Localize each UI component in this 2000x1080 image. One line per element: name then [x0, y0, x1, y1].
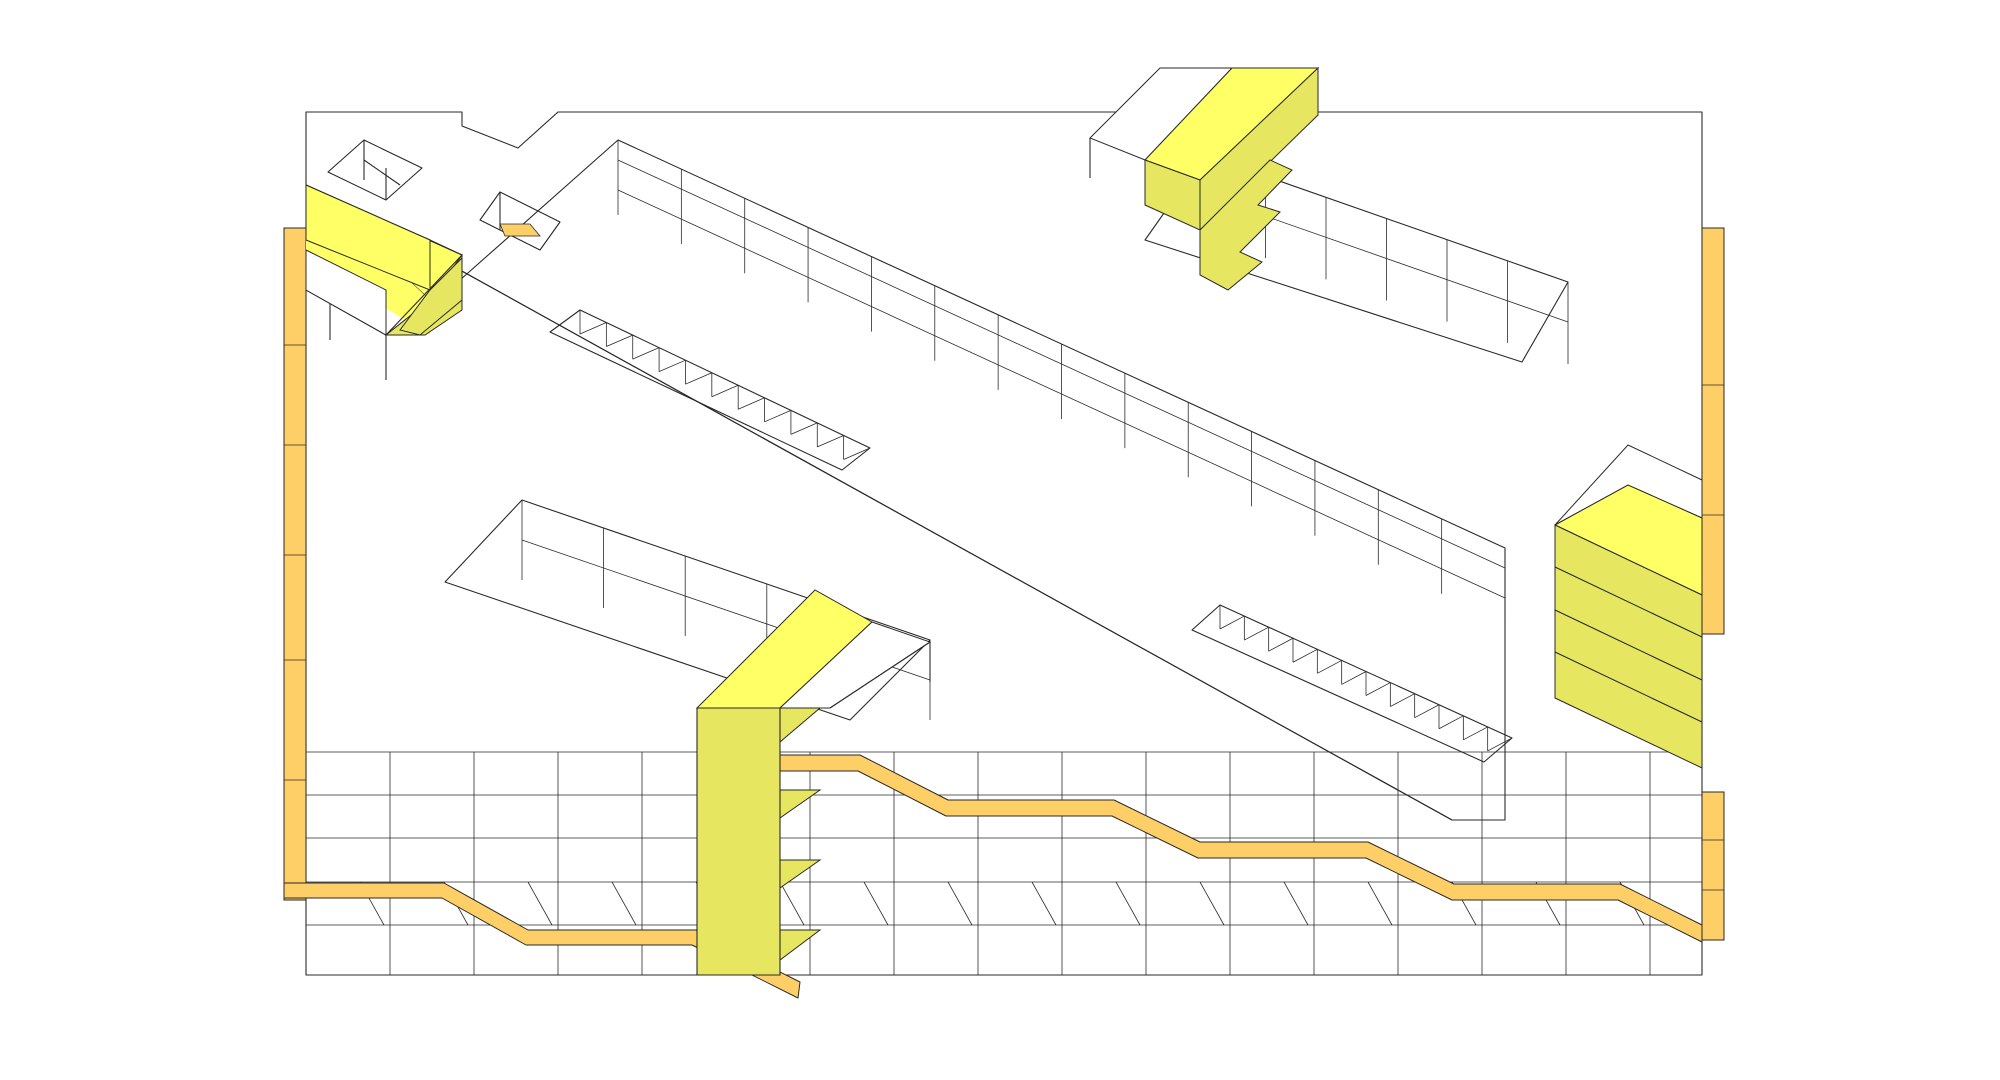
truss-right-diag-4	[1317, 660, 1342, 674]
truss-left-diag-7	[764, 409, 792, 423]
floor-plate-outline	[305, 111, 1703, 976]
truss-left-diag-9	[817, 435, 844, 448]
truss-right-diag-0	[1219, 615, 1245, 630]
right-facade-ramp-upper	[1701, 227, 1725, 635]
facade-brace	[611, 881, 637, 926]
truss-left-diag-3	[658, 359, 686, 373]
atrium-void-outline	[459, 139, 1506, 821]
core-top-right-stair	[1199, 159, 1293, 291]
truss-left-diag-8	[790, 422, 818, 435]
small-void-a	[327, 139, 423, 201]
truss-left-diag-5	[711, 384, 739, 398]
atrium-beam-b	[617, 189, 1506, 599]
right-facade-ramp-segments	[1702, 384, 1724, 891]
core-top-left-shade	[399, 256, 463, 336]
atrium-void-main	[459, 139, 1506, 821]
core-top-left-white-face	[305, 249, 387, 336]
right-facade-ramp-lower	[1701, 791, 1725, 941]
ramps	[283, 227, 1725, 999]
truss-void-right	[1191, 604, 1513, 763]
facade-brace	[779, 881, 805, 926]
core-right	[1553, 444, 1703, 769]
left-facade-ramp	[283, 227, 307, 901]
truss-right-diag-11	[1487, 737, 1513, 752]
front-zigzag-ramp	[283, 882, 801, 999]
small-void-top-left	[327, 139, 561, 251]
core-front-edges	[696, 641, 931, 975]
truss-right-diag-8	[1414, 704, 1440, 719]
front-facade-grid	[305, 751, 1702, 976]
core-front-center	[695, 589, 932, 976]
truss-left-diag-0	[579, 322, 607, 335]
truss-left-diag-1	[606, 334, 633, 347]
truss-void-left	[549, 309, 871, 471]
atrium-lower-edge	[459, 269, 1453, 821]
truss-void-right-outline	[1191, 604, 1513, 763]
floor-plate	[305, 111, 1703, 976]
truss-void-left-outline	[549, 309, 871, 471]
core-top-left	[305, 183, 463, 380]
truss-right-diag-2	[1268, 637, 1294, 652]
front-zigzag-ramp-upper	[696, 754, 1703, 943]
truss-left-diag-10	[843, 447, 871, 460]
core-right-face	[1554, 524, 1703, 769]
core-right-floor-lines	[1554, 566, 1703, 723]
truss-right-diag-3	[1292, 648, 1318, 663]
core-front-stair	[779, 707, 822, 961]
facade-brace	[1199, 881, 1225, 926]
small-void-b	[479, 191, 561, 251]
core-front-face	[696, 707, 781, 976]
truss-right-diag-9	[1438, 715, 1464, 730]
truss-right-diag-5	[1341, 671, 1367, 685]
truss-right-diag-6	[1365, 682, 1391, 696]
truss-left-diag-4	[685, 372, 712, 385]
facade-brace	[1367, 881, 1393, 926]
truss-void-right-braces	[1219, 605, 1513, 752]
core-top-right-edges	[1089, 67, 1318, 178]
truss-void-left-braces	[579, 310, 871, 460]
core-top-right	[1089, 66, 1320, 291]
truss-left-diag-2	[632, 347, 660, 360]
truss-right-diag-1	[1244, 626, 1269, 641]
facade-brace	[1031, 881, 1057, 926]
facade-brace	[863, 881, 889, 926]
truss-right-diag-10	[1463, 726, 1488, 741]
truss-left-diag-6	[738, 397, 765, 410]
facade-brace	[527, 881, 553, 926]
core-top-right-side	[1199, 66, 1319, 232]
atrium-beam-a	[617, 159, 1506, 569]
facade-brace	[1115, 881, 1141, 926]
truss-right-diag-7	[1390, 693, 1415, 707]
facade-brace	[1283, 881, 1309, 926]
left-facade-ramp-segments	[284, 344, 306, 781]
small-void-b-fill	[499, 223, 541, 237]
atrium-structural-grid	[459, 140, 1506, 821]
facade-brace	[947, 881, 973, 926]
